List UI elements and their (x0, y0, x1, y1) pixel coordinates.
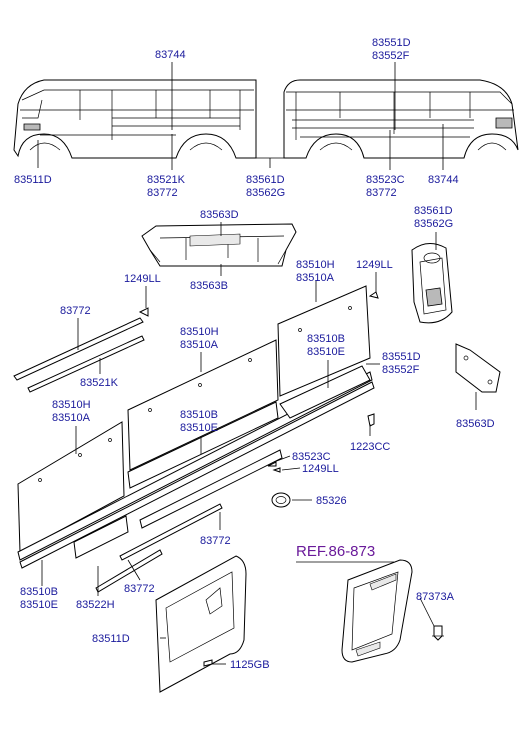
label-83552f: 83552F (382, 364, 420, 376)
label-83521k: 83521K (80, 377, 119, 389)
label-83772-top-a: 83772 (147, 187, 178, 199)
label-83510e-a: 83510E (307, 346, 345, 358)
label-83772-top-b: 83772 (366, 187, 397, 199)
reference-label: REF.86-873 (296, 543, 375, 560)
label-83510b-b: 83510B (180, 409, 218, 421)
label-83772-a: 83772 (60, 305, 91, 317)
label-83552f-top: 83552F (372, 50, 410, 62)
label-1249ll-a: 1249LL (124, 273, 161, 285)
leader-lines (37, 62, 477, 665)
label-83563b: 83563B (190, 280, 228, 292)
label-83510h-b: 83510H (180, 326, 219, 338)
part-door-panel (155, 555, 247, 693)
label-83510b-a: 83510B (307, 333, 345, 345)
part-labels: 83744 83551D 83552F 83511D 83521K 83772 … (14, 37, 495, 671)
label-83510a-a: 83510A (296, 272, 335, 284)
part-small-panel (455, 343, 501, 393)
fasteners (138, 291, 379, 667)
label-83551d: 83551D (382, 351, 421, 363)
label-83772-b: 83772 (200, 535, 231, 547)
label-1223cc: 1223CC (350, 441, 390, 453)
part-clip (432, 625, 444, 641)
label-83510h-a: 83510H (296, 259, 335, 271)
label-83511d-top: 83511D (14, 174, 52, 186)
label-85326: 85326 (316, 495, 347, 507)
label-83562g-top: 83562G (246, 187, 285, 199)
label-83562g-right: 83562G (414, 218, 453, 230)
label-83561d-right: 83561D (414, 205, 453, 217)
part-wheelhouse-cover (411, 243, 453, 324)
label-83744-top-b: 83744 (428, 174, 459, 186)
label-1249ll-c: 1249LL (302, 463, 339, 475)
label-83510b-c: 83510B (20, 586, 58, 598)
label-83563d-top: 83563D (200, 209, 239, 221)
label-83510a-c: 83510A (52, 412, 91, 424)
label-83561d-top: 83561D (246, 174, 285, 186)
part-side-panels (17, 285, 375, 593)
part-window-frame (341, 559, 413, 663)
part-trim-strip-upper (13, 317, 145, 393)
label-83523c: 83523C (292, 451, 331, 463)
label-83521k-top: 83521K (147, 174, 186, 186)
label-87373a: 87373A (416, 591, 455, 603)
label-1125gb: 1125GB (230, 659, 270, 671)
label-83772-c: 83772 (124, 583, 155, 595)
part-grommet (271, 492, 291, 508)
part-floor-tray (141, 223, 297, 267)
bus-side-view-left (13, 79, 257, 159)
label-83551d-top: 83551D (372, 37, 411, 49)
label-83563d-right: 83563D (456, 418, 495, 430)
label-83523c-top: 83523C (366, 174, 405, 186)
label-83744-top: 83744 (155, 49, 186, 61)
label-83522h: 83522H (76, 599, 115, 611)
bus-side-view-right (256, 79, 519, 159)
label-83511d: 83511D (92, 633, 130, 645)
label-83510e-b: 83510E (180, 422, 218, 434)
label-83510e-c: 83510E (20, 599, 58, 611)
label-83510h-c: 83510H (52, 399, 91, 411)
label-1249ll-b: 1249LL (356, 259, 393, 271)
label-83510a-b: 83510A (180, 339, 219, 351)
